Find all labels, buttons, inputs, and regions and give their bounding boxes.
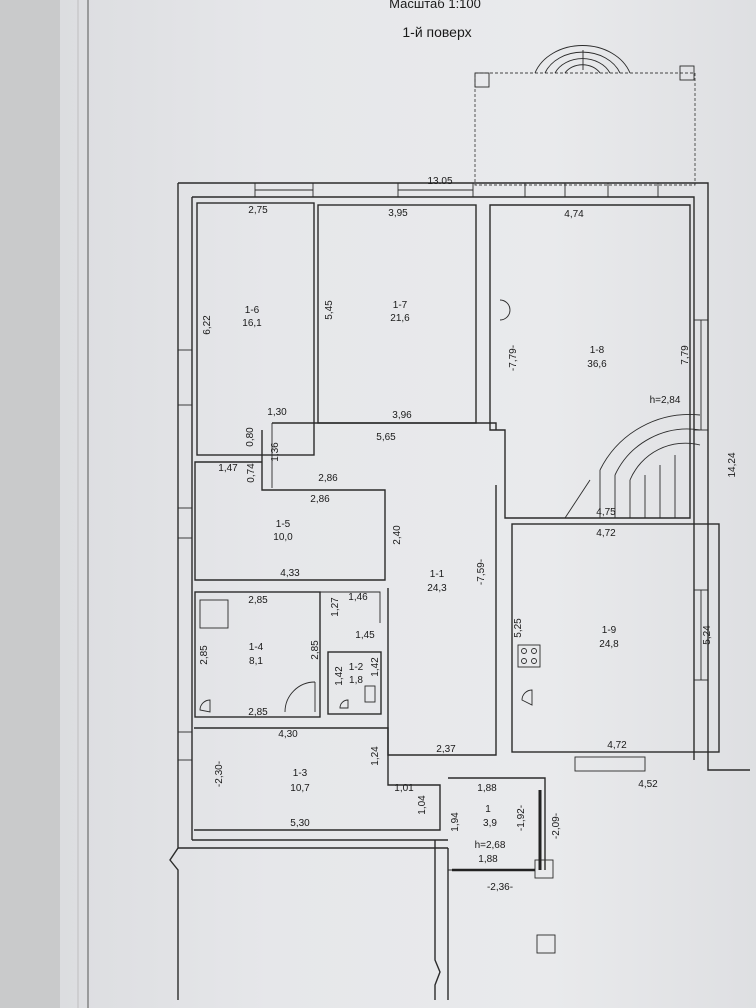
dim-label: 2,85 <box>248 707 268 718</box>
windows <box>177 182 709 772</box>
dim-label: 2,40 <box>392 525 403 545</box>
stove-icon <box>517 644 541 668</box>
dim-label: 2,86 <box>310 494 330 505</box>
room-id: 1-6 <box>245 305 260 316</box>
toilet-icon <box>339 699 349 709</box>
interior-walls <box>194 202 720 871</box>
room-id: 1-5 <box>276 519 291 530</box>
dim-label: 1,94 <box>450 812 461 832</box>
dim-label: -1,92- <box>516 805 527 831</box>
dim-label: 5,25 <box>513 618 524 638</box>
dim-label: 5,24 <box>702 625 713 645</box>
room-id: 1-1 <box>430 569 445 580</box>
dim-label: 6,22 <box>202 315 213 335</box>
dim-label: 4,75 <box>596 507 616 518</box>
dim-label: 14,24 <box>727 452 738 477</box>
dim-label: 2,85 <box>310 640 321 660</box>
dim-label: 1,88 <box>478 854 498 865</box>
staircase <box>499 299 701 519</box>
scale-label: Масштаб 1:100 <box>389 0 481 11</box>
dimension-labels: 13.05 2,75 3,95 4,74 6,22 5,45 -7,79- 7,… <box>199 176 738 893</box>
dim-label: 5,30 <box>290 818 310 829</box>
dim-label: 4,72 <box>596 528 616 539</box>
dim-label: 1,42 <box>370 657 381 677</box>
room-id: 1-9 <box>602 625 617 636</box>
dim-label: 0,80 <box>245 427 256 447</box>
dim-label: 2,85 <box>199 645 210 665</box>
room-id: 1 <box>485 804 491 815</box>
room-id: 1-7 <box>393 300 408 311</box>
room-labels: 1-6 16,1 1-7 21,6 1-8 36,6 1-5 10,0 1-1 … <box>242 300 619 829</box>
dim-label: -7,79- <box>508 345 519 371</box>
dim-label: 5,65 <box>376 432 396 443</box>
room-area: 10,0 <box>273 532 293 543</box>
door-swing-icon <box>284 681 316 713</box>
room-id: 1-4 <box>249 642 264 653</box>
sink-icon <box>199 599 229 629</box>
room-area: 36,6 <box>587 359 607 370</box>
dim-label: 5,45 <box>324 300 335 320</box>
dim-label: 4,52 <box>638 779 658 790</box>
room-area: 3,9 <box>483 818 497 829</box>
room-area: 10,7 <box>290 783 310 794</box>
dim-label: 1,01 <box>394 783 414 794</box>
room-area: 16,1 <box>242 318 262 329</box>
dim-label: -2,36- <box>487 882 513 893</box>
dim-label: 2,86 <box>318 473 338 484</box>
dim-label: h=2,84 <box>650 395 681 406</box>
floor-title: 1-й поверх <box>402 24 471 40</box>
fixtures <box>199 599 556 954</box>
dim-label: 1,45 <box>355 630 375 641</box>
dim-label: 1,24 <box>370 746 381 766</box>
room-id: 1-3 <box>293 768 308 779</box>
dim-label: 1,30 <box>267 407 287 418</box>
dim-label: 1,36 <box>270 442 281 462</box>
dim-label: -2,09- <box>551 813 562 839</box>
terrace <box>474 45 696 186</box>
dim-label: 2,75 <box>248 205 268 216</box>
dim-label: 4,30 <box>278 729 298 740</box>
dim-label: 4,74 <box>564 209 584 220</box>
dim-label: 4,33 <box>280 568 300 579</box>
room-area: 8,1 <box>249 656 263 667</box>
dim-label: 3,96 <box>392 410 412 421</box>
dim-label: 1,42 <box>334 666 345 686</box>
dim-label: 1,47 <box>218 463 238 474</box>
dim-label: 13.05 <box>427 176 452 187</box>
room-area: 24,8 <box>599 639 619 650</box>
dim-label: 0,74 <box>246 463 257 483</box>
dim-label: 2,37 <box>436 744 456 755</box>
room-area: 21,6 <box>390 313 410 324</box>
dim-label: 4,72 <box>607 740 627 751</box>
dim-label: -2,30- <box>214 761 225 787</box>
dim-label: 7,79 <box>680 345 691 365</box>
room-area: 24,3 <box>427 583 447 594</box>
dim-label: -7,59- <box>476 559 487 585</box>
dim-label: 1,46 <box>348 592 368 603</box>
dim-label: 1,88 <box>477 783 497 794</box>
dim-label: 1,27 <box>330 597 341 617</box>
dim-label: 2,85 <box>248 595 268 606</box>
room-id: 1-8 <box>590 345 605 356</box>
room-area: 1,8 <box>349 675 363 686</box>
dim-label: 1,04 <box>417 795 428 815</box>
dim-label: h=2,68 <box>475 840 506 851</box>
heater-icon <box>199 699 211 713</box>
dim-label: 3,95 <box>388 208 408 219</box>
room-id: 1-2 <box>349 662 364 673</box>
